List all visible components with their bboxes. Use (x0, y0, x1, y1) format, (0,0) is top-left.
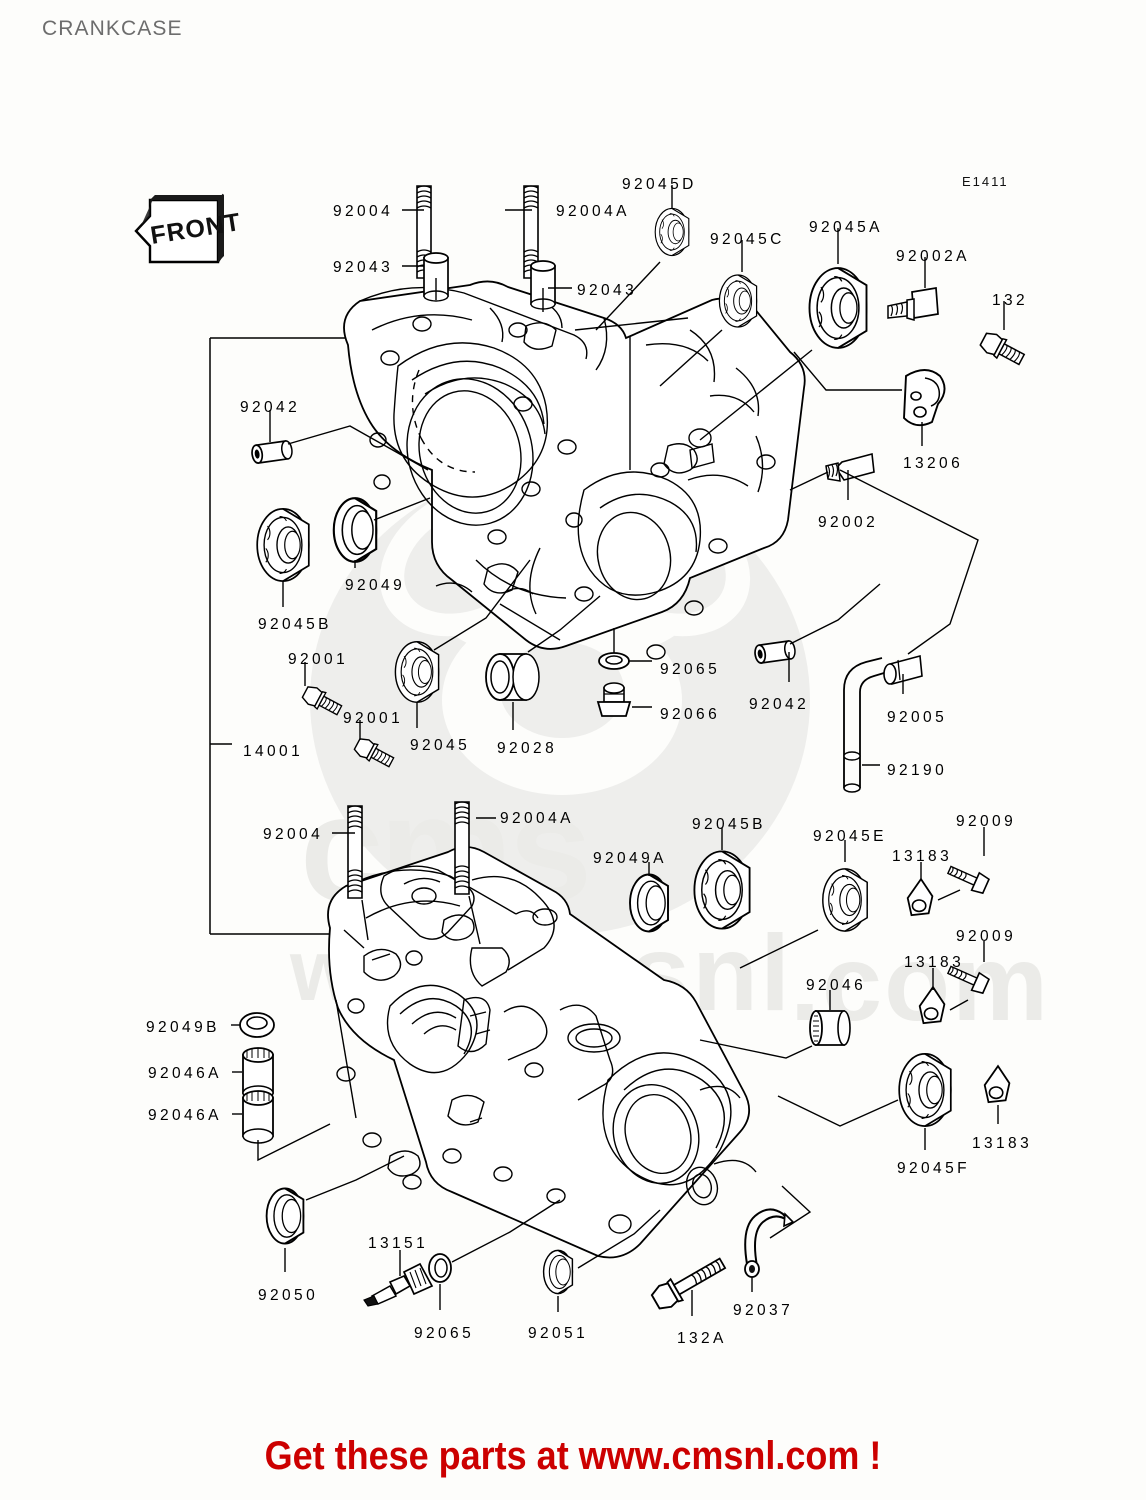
part-92045a-bearing (808, 267, 868, 349)
part-92045e-bearing (822, 868, 868, 932)
callout-13183[interactable]: 13183 (892, 848, 953, 865)
callout-13151[interactable]: 13151 (368, 1235, 429, 1252)
part-92009-screw-1 (944, 860, 991, 896)
part-92046a-needle-bearing-2 (242, 1090, 274, 1144)
callout-92028[interactable]: 92028 (497, 740, 558, 757)
callout-92043[interactable]: 92043 (577, 282, 638, 299)
callout-92004a[interactable]: 92004A (556, 203, 630, 220)
callout-92045e[interactable]: 92045E (813, 828, 887, 845)
part-92002-fitting (825, 452, 875, 482)
callout-92045b[interactable]: 92045B (258, 616, 332, 633)
callout-92045f[interactable]: 92045F (897, 1160, 970, 1177)
callout-92004a[interactable]: 92004A (500, 810, 574, 827)
page-title: CRANKCASE (42, 17, 183, 40)
callout-92046a[interactable]: 92046A (148, 1065, 222, 1082)
part-92045-bearing (394, 641, 440, 703)
part-92002a-bolt (887, 287, 939, 321)
leader-lines (231, 185, 1005, 1316)
footer-cta[interactable]: Get these parts at www.cmsnl.com ! (264, 1434, 882, 1478)
callout-92043[interactable]: 92043 (333, 259, 394, 276)
callout-92050[interactable]: 92050 (258, 1287, 319, 1304)
callout-92045d[interactable]: 92045D (622, 176, 697, 193)
callout-92049b[interactable]: 92049B (146, 1019, 220, 1036)
part-92004-stud-lower (347, 805, 363, 899)
callout-13183[interactable]: 13183 (972, 1135, 1033, 1152)
front-direction-marker: FRONT (134, 193, 243, 264)
callout-92046a[interactable]: 92046A (148, 1107, 222, 1124)
callout-92037[interactable]: 92037 (733, 1302, 794, 1319)
part-13183-plate-3 (983, 1065, 1011, 1104)
part-92066-plug (596, 682, 632, 717)
part-92042-dowel-2 (753, 639, 797, 665)
callout-92065[interactable]: 92065 (414, 1325, 475, 1342)
callout-13183[interactable]: 13183 (904, 954, 965, 971)
lower-crankcase-detail (335, 865, 757, 1234)
part-92028-bushing (485, 653, 540, 701)
part-132-bolt (977, 329, 1028, 370)
part-92045f-bearing (898, 1053, 952, 1127)
callout-92004[interactable]: 92004 (333, 203, 394, 220)
part-132a-bolt (650, 1257, 727, 1310)
part-92042-dowel (250, 439, 294, 465)
part-92004a-stud-lower (454, 801, 470, 895)
callout-92045b[interactable]: 92045B (692, 816, 766, 833)
callout-132[interactable]: 132 (992, 292, 1029, 309)
part-92045c-bearing (718, 274, 758, 328)
sheet-code: E1411 (962, 174, 1009, 189)
callout-92004[interactable]: 92004 (263, 826, 324, 843)
callout-13206[interactable]: 13206 (903, 455, 964, 472)
callout-92045c[interactable]: 92045C (710, 231, 785, 248)
callout-92190[interactable]: 92190 (887, 762, 948, 779)
callout-92005[interactable]: 92005 (887, 709, 948, 726)
callout-92049a[interactable]: 92049A (593, 850, 667, 867)
part-92051-seal (542, 1249, 574, 1295)
callout-92049[interactable]: 92049 (345, 577, 406, 594)
part-13183-plate-2 (918, 986, 946, 1025)
callout-92042[interactable]: 92042 (240, 399, 301, 416)
part-92065-washer-upper (598, 652, 630, 670)
callout-92051[interactable]: 92051 (528, 1325, 589, 1342)
part-92045b-bearing-upper (256, 508, 310, 582)
callout-92046[interactable]: 92046 (806, 977, 867, 994)
part-92045b-bearing-lower (693, 850, 751, 930)
callout-92045[interactable]: 92045 (410, 737, 471, 754)
callout-92001[interactable]: 92001 (288, 651, 349, 668)
part-92049b-seal (239, 1012, 275, 1038)
part-92050-seal (265, 1187, 305, 1245)
part-92190-tube (843, 657, 885, 793)
part-92001-bolt-1 (300, 683, 345, 720)
part-92043-collar (423, 252, 449, 302)
callout-92002a[interactable]: 92002A (896, 248, 970, 265)
part-13206-holder (903, 369, 946, 427)
part-92065-washer-lower (428, 1253, 452, 1283)
part-92049a-seal (629, 873, 669, 933)
callout-14001[interactable]: 14001 (243, 743, 304, 760)
part-92037-clamp (744, 1208, 795, 1278)
callout-92009[interactable]: 92009 (956, 928, 1017, 945)
callout-92065[interactable]: 92065 (660, 661, 721, 678)
part-92005-fitting (883, 654, 923, 686)
part-13151-switch (363, 1262, 434, 1307)
callout-132a[interactable]: 132A (677, 1330, 727, 1347)
part-92043-collar-2 (530, 260, 556, 310)
part-92046-needle-bearing (809, 1010, 851, 1046)
part-13183-plate-1 (906, 878, 934, 917)
callout-92009[interactable]: 92009 (956, 813, 1017, 830)
callout-92042[interactable]: 92042 (749, 696, 810, 713)
callout-92066[interactable]: 92066 (660, 706, 721, 723)
part-92049-seal (332, 497, 378, 563)
callout-92001[interactable]: 92001 (343, 710, 404, 727)
callout-92002[interactable]: 92002 (818, 514, 879, 531)
callout-92045a[interactable]: 92045A (809, 219, 883, 236)
part-92045d-bearing (654, 207, 690, 257)
part-92001-bolt-2 (352, 735, 397, 772)
